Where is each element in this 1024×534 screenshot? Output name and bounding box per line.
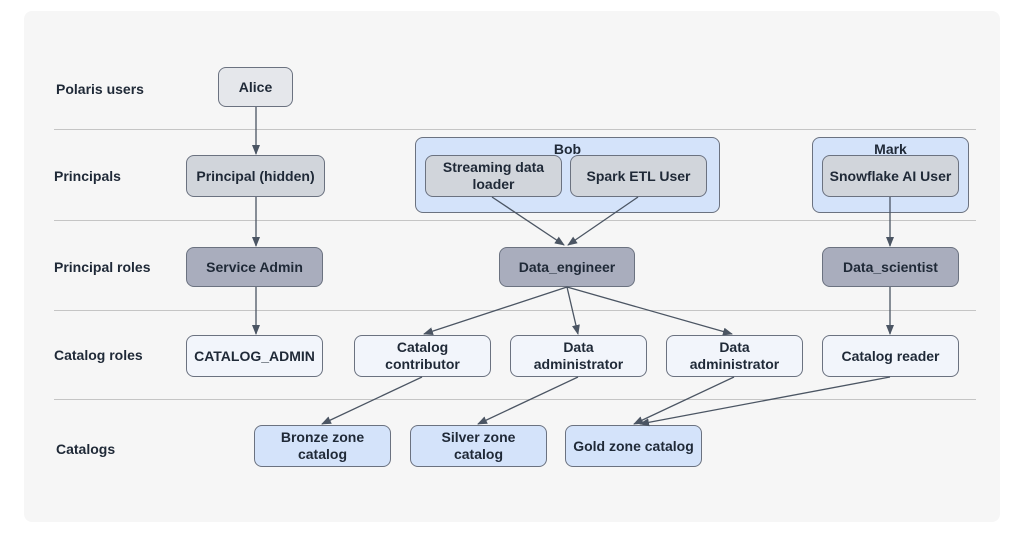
row-label-principals: Principals bbox=[54, 168, 121, 184]
edge-streaming-to-data-engineer bbox=[491, 196, 565, 246]
principal-role-data-engineer: Data_engineer bbox=[499, 247, 635, 287]
row-divider bbox=[54, 129, 976, 130]
edge-data-engineer-to-catalog-contributor bbox=[423, 286, 568, 335]
edge-data-admin-2-to-gold bbox=[633, 376, 735, 425]
row-label-polaris-users: Polaris users bbox=[56, 81, 144, 97]
catalog-role-data-administrator-2: Data administrator bbox=[666, 335, 803, 377]
edge-catalog-contributor-to-bronze bbox=[321, 376, 423, 425]
principal-role-data-scientist: Data_scientist bbox=[822, 247, 959, 287]
row-label-catalog-roles: Catalog roles bbox=[54, 347, 143, 363]
user-alice: Alice bbox=[218, 67, 293, 107]
edge-catalog-reader-to-gold bbox=[639, 376, 891, 427]
catalog-role-data-administrator-1: Data administrator bbox=[510, 335, 647, 377]
catalog-bronze-zone: Bronze zone catalog bbox=[254, 425, 391, 467]
group-title-mark: Mark bbox=[874, 141, 907, 157]
edge-spark-to-data-engineer bbox=[567, 196, 639, 246]
catalog-gold-zone: Gold zone catalog bbox=[565, 425, 702, 467]
row-label-catalogs: Catalogs bbox=[56, 441, 116, 457]
principal-hidden: Principal (hidden) bbox=[186, 155, 325, 197]
principal-role-service-admin: Service Admin bbox=[186, 247, 323, 287]
row-divider bbox=[54, 220, 976, 221]
principal-spark-etl-user: Spark ETL User bbox=[570, 155, 707, 197]
catalog-role-catalog-reader: Catalog reader bbox=[822, 335, 959, 377]
catalog-role-catalog-admin: CATALOG_ADMIN bbox=[186, 335, 323, 377]
catalog-role-catalog-contributor: Catalog contributor bbox=[354, 335, 491, 377]
edge-data-engineer-to-data-admin-1 bbox=[566, 286, 580, 335]
row-divider bbox=[54, 399, 976, 400]
edge-data-admin-1-to-silver bbox=[477, 376, 579, 425]
principal-streaming-data-loader: Streaming data loader bbox=[425, 155, 562, 197]
group-title-bob: Bob bbox=[553, 141, 582, 157]
row-divider bbox=[54, 310, 976, 311]
principal-snowflake-ai-user: Snowflake AI User bbox=[822, 155, 959, 197]
row-label-principal-roles: Principal roles bbox=[54, 259, 151, 275]
edge-data-engineer-to-data-admin-2 bbox=[566, 286, 733, 336]
catalog-silver-zone: Silver zone catalog bbox=[410, 425, 547, 467]
